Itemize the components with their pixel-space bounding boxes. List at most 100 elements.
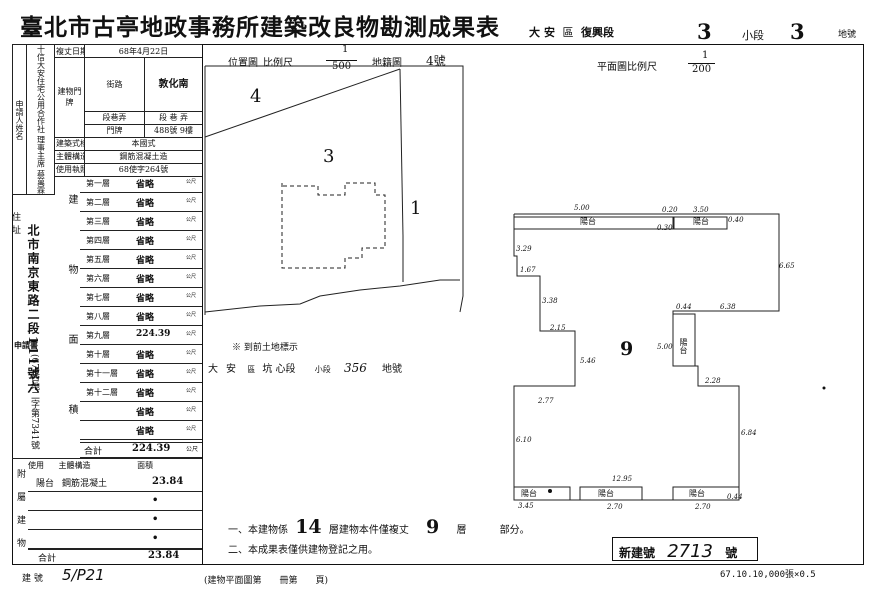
floor-row: 第七層省略公尺 <box>80 288 202 307</box>
dim: 3.38 <box>542 297 558 305</box>
balcony-1: 陽台 <box>580 217 596 226</box>
floor-unit: 公尺 <box>186 388 197 394</box>
dim: 3.29 <box>516 245 532 253</box>
floor-value: 省略 <box>136 351 155 361</box>
prior-lot-district-unit: 區 <box>247 365 256 374</box>
prior-lot-lot-label: 地號 <box>382 364 403 375</box>
floor-name: 第十層 <box>86 350 110 359</box>
floor-value: 省略 <box>136 408 155 418</box>
balcony-4: 陽台 <box>521 489 537 498</box>
new-building-box: 新建號 2713 號 <box>612 537 758 562</box>
note-floors-total: 14 <box>295 516 322 538</box>
floor-name: 第七層 <box>86 293 110 302</box>
dim: 2.77 <box>538 397 554 405</box>
balcony-6: 陽台 <box>689 489 705 498</box>
floor-value: 省略 <box>136 313 155 323</box>
note-floor-surveyed: 9 <box>426 516 440 538</box>
floor-unit: 公尺 <box>186 312 197 318</box>
total-row: 合計 224.39 公尺 <box>80 442 202 458</box>
floor-row: 第二層 省略 公尺 <box>80 193 202 212</box>
dim: 2.70 <box>607 503 623 511</box>
note-1a: 一、本建物係 <box>228 525 288 536</box>
total-unit: 公尺 <box>186 446 199 453</box>
floor-row: 第六層省略公尺 <box>80 269 202 288</box>
dim: 3.45 <box>518 502 534 510</box>
form-frame <box>12 44 864 565</box>
balcony-5: 陽台 <box>598 489 614 498</box>
floor-name: 第十二層 <box>86 388 118 397</box>
dim: 5.46 <box>580 357 596 365</box>
location-map-scale-label: 比例尺 <box>263 58 293 69</box>
floor-value: 省略 <box>136 294 155 304</box>
prior-lot-section: 坑 心段 <box>262 364 296 375</box>
note-line-1: 一、本建物係 14 層建物本件僅複丈 9 層 部分。 <box>228 516 530 538</box>
prior-lot: 大安 區 坑 心段 小段 356 地號 <box>208 360 402 375</box>
floor-row: 省略 公尺 <box>80 402 202 421</box>
left-panel-divider <box>202 44 203 565</box>
annex-area: • <box>152 533 159 544</box>
floor-unit: 公尺 <box>186 198 197 204</box>
annex-area: • <box>152 495 159 506</box>
proxy-label: 申請書 <box>14 340 38 350</box>
total-value: 224.39 <box>132 443 171 454</box>
floor-unit: 公尺 <box>186 217 197 223</box>
annex-header-area: 面積 <box>137 461 154 470</box>
floor-value: 省略 <box>136 199 155 209</box>
annex-header: 使用 主體構造 面積 <box>28 460 153 471</box>
floor-row: 第八層 省略 公尺 <box>80 307 202 326</box>
annex-total-label: 合計 <box>38 554 57 564</box>
balcony-3: 陽台 <box>679 338 688 354</box>
floor-unit: 公尺 <box>186 350 197 356</box>
dim: 6.84 <box>741 429 757 437</box>
dim: 5.00 <box>574 204 590 212</box>
dim: 2.15 <box>550 324 566 332</box>
floor-unit: 公尺 <box>186 407 197 413</box>
header-section-label: 復興段 <box>581 26 614 39</box>
floor-row: 第十層 省略 公尺 <box>80 345 202 364</box>
print-info: 67.10.10,000張×0.5 <box>720 570 816 580</box>
annex-header-use: 使用 <box>28 461 44 470</box>
floor-row: 第四層 省略 公尺 <box>80 231 202 250</box>
new-building-number: 2713 <box>667 541 714 562</box>
page-ref: (建物平面圖第 冊第 頁) <box>204 576 329 586</box>
parcel-4: 4 <box>250 86 262 107</box>
license-label: 使用執照 <box>54 162 85 177</box>
dim: 3.50 <box>693 206 709 214</box>
plan-scale-den: 200 <box>688 63 716 75</box>
floor-value: 省略 <box>136 237 155 247</box>
parcel-3: 3 <box>323 146 335 167</box>
floor-unit: 公尺 <box>186 236 197 242</box>
dim: 2.70 <box>695 503 711 511</box>
floor-row: 第一層省略公尺 <box>80 174 202 193</box>
floor-unit: 公尺 <box>186 274 197 280</box>
new-building-label: 新建號 <box>619 546 656 560</box>
floor-name: 第二層 <box>86 198 110 207</box>
location-map-label: 位置圖 <box>228 58 258 69</box>
floor-name: 第四層 <box>86 236 110 245</box>
applicant-name: 十信大安住宅公用合作社 理事主席 蔡萬霖 <box>26 43 55 196</box>
annex-total-row: 合計 23.84 <box>28 549 202 564</box>
floor-unit: 公尺 <box>186 426 197 432</box>
build-no-label: 建 號 <box>22 574 43 584</box>
floor-value: 省略 <box>136 427 155 437</box>
floor-unit: 公尺 <box>186 255 197 261</box>
header-subsection-label: 小段 <box>742 29 764 42</box>
floor-name: 第十一層 <box>86 369 118 378</box>
total-label: 合計 <box>84 447 103 457</box>
applicant-address: 北市南京東路二段111號六 <box>26 224 40 396</box>
location-map-sheet-no: 4號 <box>426 54 446 68</box>
location-map-scale-num: 1 <box>342 44 349 55</box>
annex-area: • <box>152 514 159 525</box>
floor-name: 第八層 <box>86 312 110 321</box>
floor-value: 省略 <box>136 218 155 228</box>
annex-row: • <box>28 530 202 549</box>
floor-value: 省略 <box>136 180 155 190</box>
floor-value: 省略 <box>136 275 155 285</box>
floor-value: 省略 <box>136 389 155 399</box>
annex-area: 23.84 <box>152 476 184 487</box>
floor-name: 第九層 <box>86 331 110 340</box>
floor-unit: 公尺 <box>186 331 197 337</box>
